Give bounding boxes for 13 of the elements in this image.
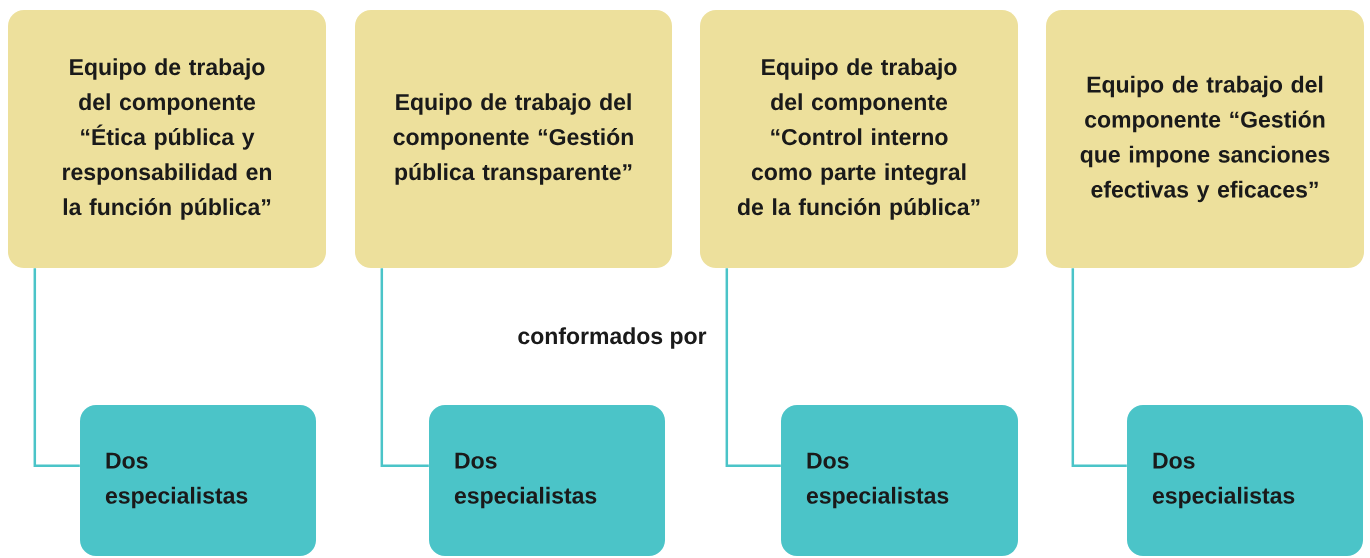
specialist-box: Dos especialistas — [1127, 405, 1363, 556]
specialist-box: Dos especialistas — [80, 405, 316, 556]
team-box: Equipo de trabajo del componente “Ética pública y responsabilidad en la función pública” — [8, 10, 326, 268]
connector-line — [33, 268, 80, 468]
team-box: Equipo de trabajo del componente “Gestión pública transparente” — [355, 10, 672, 268]
specialist-box: Dos especialistas — [781, 405, 1018, 556]
connector-line — [725, 268, 781, 468]
team-box: Equipo de trabajo del componente “Gestión que impone sanciones efectivas y eficaces” — [1046, 10, 1364, 268]
connector-line — [1071, 268, 1127, 468]
specialist-box: Dos especialistas — [429, 405, 665, 556]
team-box: Equipo de trabajo del componente “Control interno como parte integral de la función pública” — [700, 10, 1018, 268]
note-text: conformados por — [518, 327, 707, 349]
connector-line — [380, 268, 429, 468]
